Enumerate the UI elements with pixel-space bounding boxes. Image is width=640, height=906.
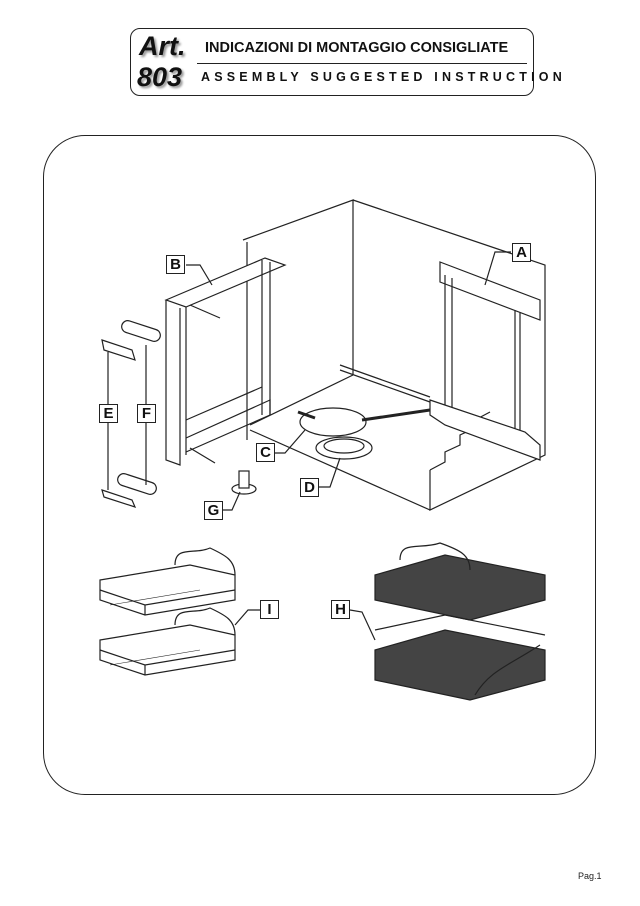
part-label-a: A	[512, 243, 531, 262]
title-block: Art. 803 INDICAZIONI DI MONTAGGIO CONSIG…	[130, 28, 562, 96]
part-label-e: E	[99, 404, 118, 423]
cabinet-illustration	[242, 199, 546, 511]
foot-g-illustration	[231, 470, 257, 495]
part-label-i: I	[260, 600, 279, 619]
part-label-b: B	[166, 255, 185, 274]
rail-a-illustration	[339, 261, 541, 461]
part-label-f: F	[137, 404, 156, 423]
turntable-c-illustration	[299, 407, 367, 437]
page-number: Pag.1	[578, 871, 602, 881]
leader-lines	[186, 251, 511, 641]
article-number: 803	[137, 62, 183, 92]
part-label-g: G	[204, 501, 223, 520]
drawing-frame	[43, 135, 596, 795]
baskets-i-illustration	[99, 547, 236, 676]
article-label: Art.	[139, 31, 186, 61]
part-label-c: C	[256, 443, 275, 462]
frame-b-illustration	[164, 257, 287, 466]
ring-d-illustration	[315, 436, 373, 460]
baskets-h-illustration	[374, 542, 546, 701]
title-english: ASSEMBLY SUGGESTED INSTRUCTION	[201, 70, 566, 84]
part-label-d: D	[300, 478, 319, 497]
divider	[197, 63, 527, 64]
part-label-h: H	[331, 600, 350, 619]
title-italian: INDICAZIONI DI MONTAGGIO CONSIGLIATE	[205, 40, 509, 56]
